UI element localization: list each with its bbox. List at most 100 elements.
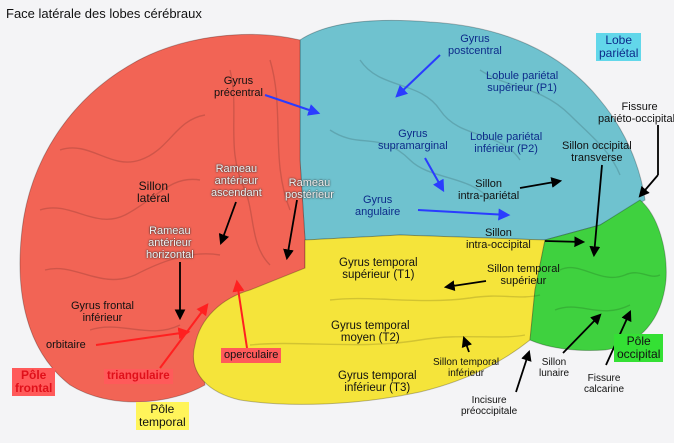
label-lobule-parietal-superieur-line-2: supérieur (P1)	[487, 82, 557, 94]
arrow-intra-occipital	[544, 236, 586, 248]
label-fissure-calcarine-line-2: calcarine	[584, 384, 625, 395]
arrow-rameau-ascendant	[218, 201, 237, 246]
label-lobule-parietal-inferieur-line-2: inférieur (P2)	[474, 143, 538, 155]
label-sillon-temporal-inferieur-line-1: Sillon temporal	[433, 357, 500, 368]
temporal-lobe	[193, 234, 546, 405]
label-rameau-posterieur-line-1: Rameau	[288, 177, 331, 189]
label-sillon-temporal-superieur-line-2: supérieur	[500, 275, 547, 287]
label-rameau-anterieur-horizontal-line-3: horizontal	[146, 249, 194, 261]
label-gyrus-angulaire-line-1: Gyrus	[362, 194, 393, 206]
arrow-precentral	[264, 94, 321, 116]
label-fissure-parieto-occipitale-line-1: Fissure	[621, 101, 658, 113]
label-rameau-anterieur-ascendant-line-2: antérieur	[214, 175, 259, 187]
arrow-temporal-superieur	[443, 280, 487, 292]
label-rameau-anterieur-horizontal-line-2: antérieur	[148, 237, 192, 249]
arrow-preoccipitale	[515, 349, 532, 393]
label-sillon-lunaire-line-2: lunaire	[539, 368, 570, 379]
arrow-lunaire	[562, 313, 602, 354]
arrow-orbitaire	[95, 327, 191, 346]
label-fissure-calcarine-line-1: Fissure	[587, 373, 621, 384]
label-pole-occipital-line-1: Pôle	[626, 334, 651, 348]
label-rameau-anterieur-ascendant-line-1: Rameau	[215, 163, 258, 175]
label-sillon-lateral-line-1: Sillon	[138, 179, 169, 193]
label-sillon-occipital-transverse-line-1: Sillon occipital	[562, 140, 632, 152]
label-sillon-temporal-inferieur-line-2: inférieur	[448, 368, 485, 379]
label-pole-occipital-line-2: occipital	[617, 347, 661, 361]
label-sillon-intra-occipital-line-1: Sillon	[484, 227, 512, 239]
label-sillon-lateral-line-2: latéral	[137, 191, 170, 205]
arrow-temporal-inferieur	[461, 335, 472, 353]
label-operculaire: operculaire	[221, 348, 282, 363]
label-gyrus-temporal-moyen-line-2: moyen (T2)	[340, 332, 400, 344]
gyri-texture	[39, 59, 661, 346]
label-gyrus-postcentral-line-1: Gyrus	[460, 33, 490, 45]
label-sillon-lunaire-line-1: Sillon	[541, 357, 567, 368]
label-fissure-parieto-occipitale-line-2: pariéto-occipitale	[598, 113, 674, 125]
label-pole-frontal-line-2: frontal	[15, 381, 53, 395]
arrow-rameau-posterieur	[283, 199, 298, 261]
label-pole-frontal-line-1: Pôle	[21, 368, 47, 382]
label-gyrus-frontal-inferieur-line-1: Gyrus frontal	[71, 300, 134, 312]
label-gyrus-temporal-superieur-line-2: supérieur (T1)	[342, 269, 415, 281]
label-gyrus-temporal-moyen-line-1: Gyrus temporal	[331, 320, 410, 332]
label-gyrus-precentral-line-1: Gyrus	[223, 75, 254, 87]
label-lobe-parietal-line-2: pariétal	[599, 46, 639, 60]
arrow-occipital-transverse	[589, 164, 603, 258]
label-lobule-parietal-superieur-line-1: Lobule pariétal	[486, 70, 559, 82]
arrow-supramarginal	[424, 157, 445, 193]
label-sillon-occipital-transverse-line-2: transverse	[571, 152, 623, 164]
label-lobule-parietal-inferieur-line-1: Lobule pariétal	[470, 131, 543, 143]
label-gyrus-angulaire-line-2: angulaire	[355, 206, 401, 218]
diagram-title: Face latérale des lobes cérébraux	[6, 6, 202, 21]
arrow-operculaire	[232, 279, 248, 349]
arrow-triangulaire	[159, 303, 209, 369]
label-sillon-temporal-superieur-line-1: Sillon temporal	[487, 263, 560, 275]
label-lobe-parietal-line-1: Lobe	[605, 33, 633, 47]
label-orbitaire: orbitaire	[46, 339, 86, 351]
label-sillon-intra-parietal-line-2: intra-pariétal	[458, 190, 520, 202]
label-rameau-anterieur-ascendant-line-3: ascendant	[211, 187, 262, 199]
label-pole-temporal-line-2: temporal	[139, 415, 186, 429]
label-gyrus-frontal-inferieur-line-2: inférieur	[82, 312, 123, 324]
occipital-lobe	[529, 199, 667, 351]
label-triangulaire: triangulaire	[104, 369, 173, 384]
label-gyrus-supramarginal-line-2: supramarginal	[378, 140, 448, 152]
arrow-intra-parietal	[519, 177, 563, 189]
label-incisure-preoccipitale-line-1: Incisure	[471, 395, 507, 406]
label-gyrus-temporal-inferieur-line-2: inférieur (T3)	[344, 382, 411, 394]
label-pole-temporal-line-1: Pôle	[150, 402, 175, 416]
arrow-angulaire	[417, 208, 511, 221]
arrow-postcentral	[395, 54, 441, 98]
label-gyrus-supramarginal-line-1: Gyrus	[398, 128, 428, 140]
label-gyrus-temporal-inferieur-line-1: Gyrus temporal	[338, 370, 417, 382]
label-sillon-intra-occipital-line-2: intra-occipital	[466, 239, 531, 251]
label-incisure-preoccipitale-line-2: préoccipitale	[461, 406, 518, 417]
label-sillon-intra-parietal-line-1: Sillon	[475, 178, 503, 190]
